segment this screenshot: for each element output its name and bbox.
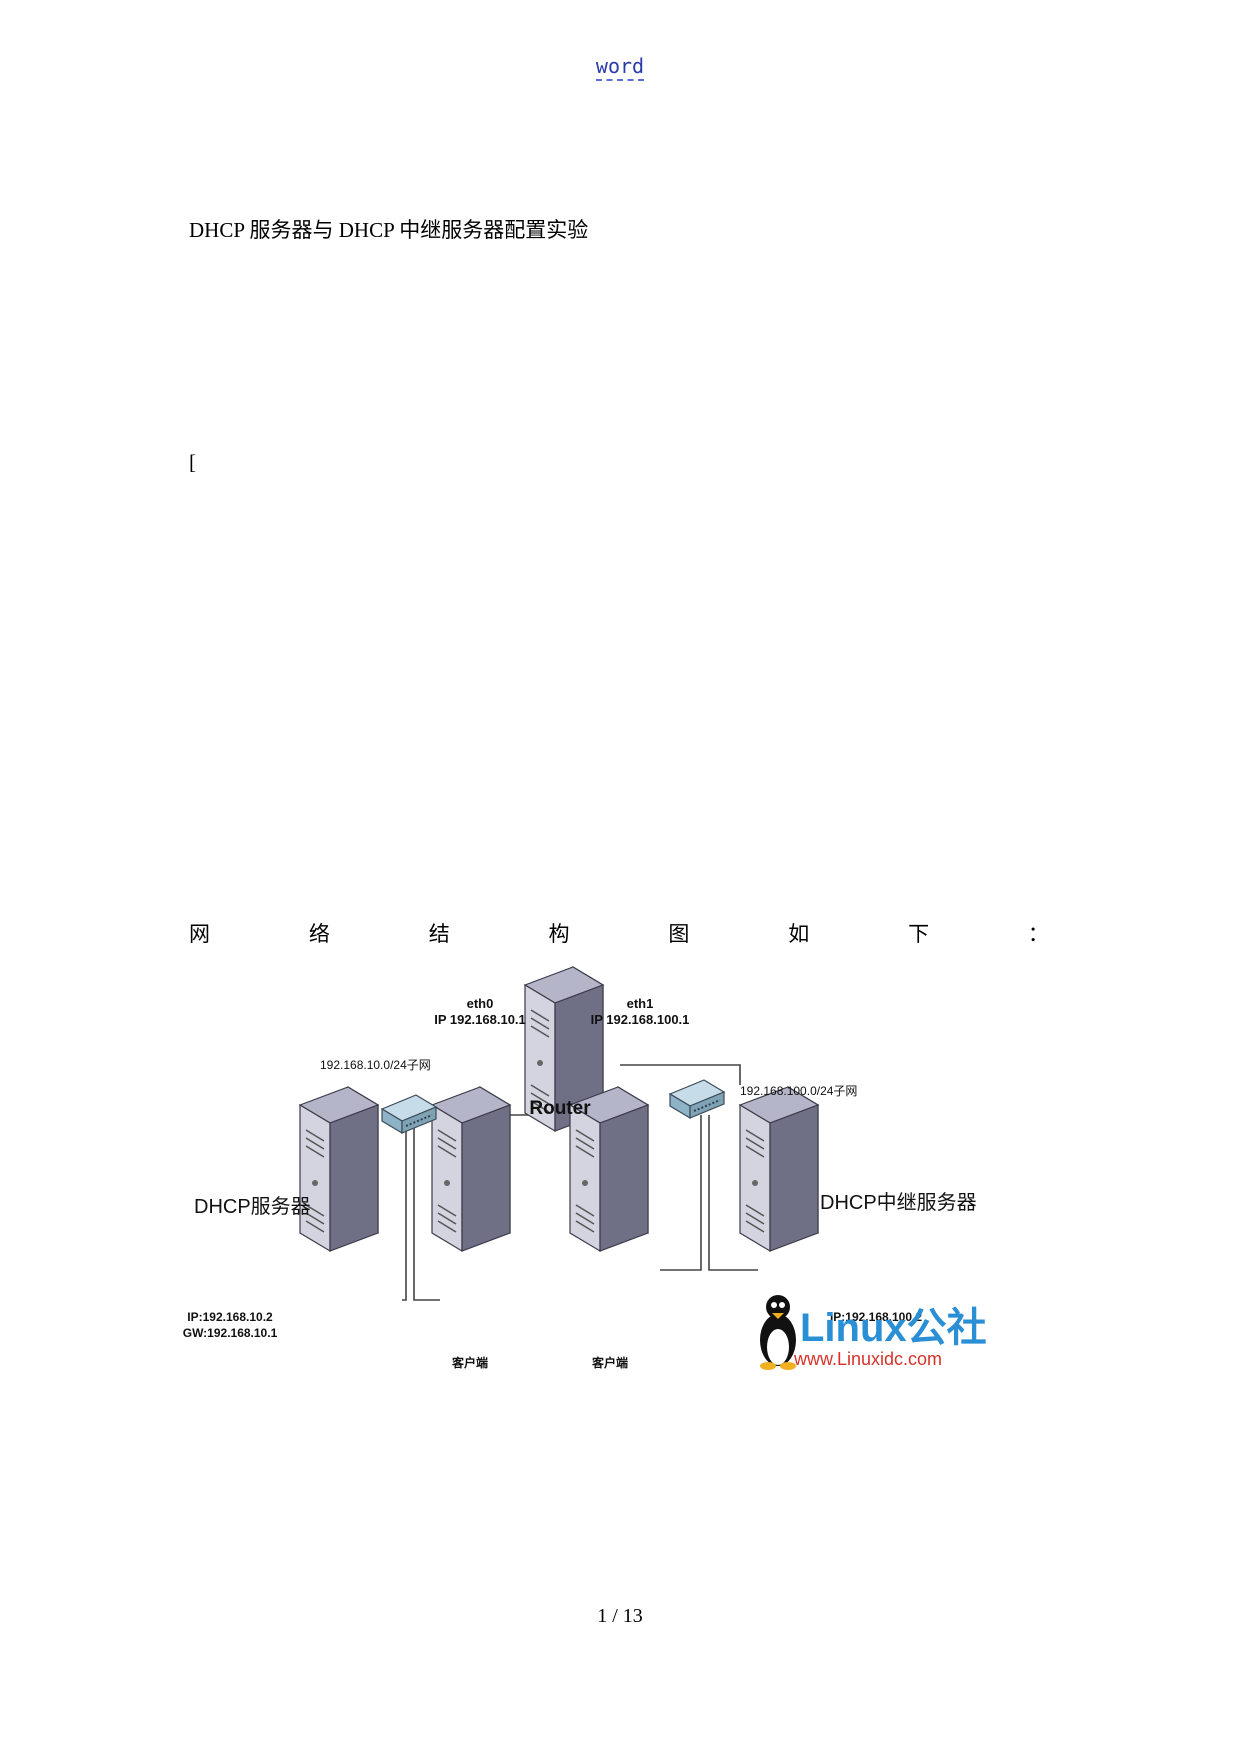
- caption-char: ：: [1027, 922, 1049, 946]
- page-header: word: [0, 54, 1240, 81]
- caption-char: 图: [668, 922, 690, 946]
- caption-char: 下: [908, 922, 930, 946]
- dhcp-server-ip: IP:192.168.10.2: [187, 1310, 273, 1324]
- linuxidc-watermark: Linux公社 www.Linuxidc.com: [760, 1295, 987, 1370]
- caption-char: 构: [548, 922, 570, 946]
- caption-char: 网: [189, 922, 210, 946]
- switch-right: [669, 1079, 725, 1119]
- switch-left: [381, 1094, 437, 1134]
- eth0-ip-label: IP 192.168.10.1: [434, 1012, 526, 1027]
- eth0-label: eth0: [467, 996, 494, 1011]
- dhcp-server-gw: GW:192.168.10.1: [183, 1326, 278, 1340]
- client-label-right: 客户端: [591, 1355, 628, 1370]
- diagram-caption: 网 络 结 构 图 如 下 ：: [189, 918, 1049, 948]
- relay-server-label: DHCP中继服务器: [820, 1191, 977, 1214]
- header-word-link[interactable]: word: [595, 54, 645, 81]
- document-title: DHCP 服务器与 DHCP 中继服务器配置实验: [189, 218, 589, 242]
- watermark-url: www.Linuxidc.com: [793, 1349, 942, 1369]
- caption-char: 结: [428, 922, 450, 946]
- relay-server-ip: IP:192.168.100.2: [830, 1310, 922, 1324]
- router-label: Router: [529, 1098, 591, 1119]
- page-number: 1 / 13: [597, 1605, 643, 1627]
- dhcp-server-label: DHCP服务器: [194, 1195, 311, 1218]
- relay-server-machine: [739, 1086, 819, 1252]
- caption-char: 络: [308, 922, 330, 946]
- client-machine-left: [431, 1086, 511, 1252]
- network-diagram: eth0 IP 192.168.10.1 eth1 IP 192.168.100…: [183, 966, 987, 1370]
- client-label-left: 客户端: [451, 1355, 488, 1370]
- bracket-mark: [: [189, 450, 196, 474]
- eth1-label: eth1: [627, 996, 654, 1011]
- watermark-brand: Linux公社: [800, 1306, 987, 1350]
- caption-char: 如: [788, 922, 810, 946]
- subnet-left-label: 192.168.10.0/24子网: [320, 1058, 431, 1072]
- subnet-right-label: 192.168.100.0/24子网: [740, 1084, 857, 1098]
- eth1-ip-label: IP 192.168.100.1: [591, 1012, 690, 1027]
- tux-penguin-icon: [760, 1295, 796, 1370]
- dhcp-server-machine: [299, 1086, 379, 1252]
